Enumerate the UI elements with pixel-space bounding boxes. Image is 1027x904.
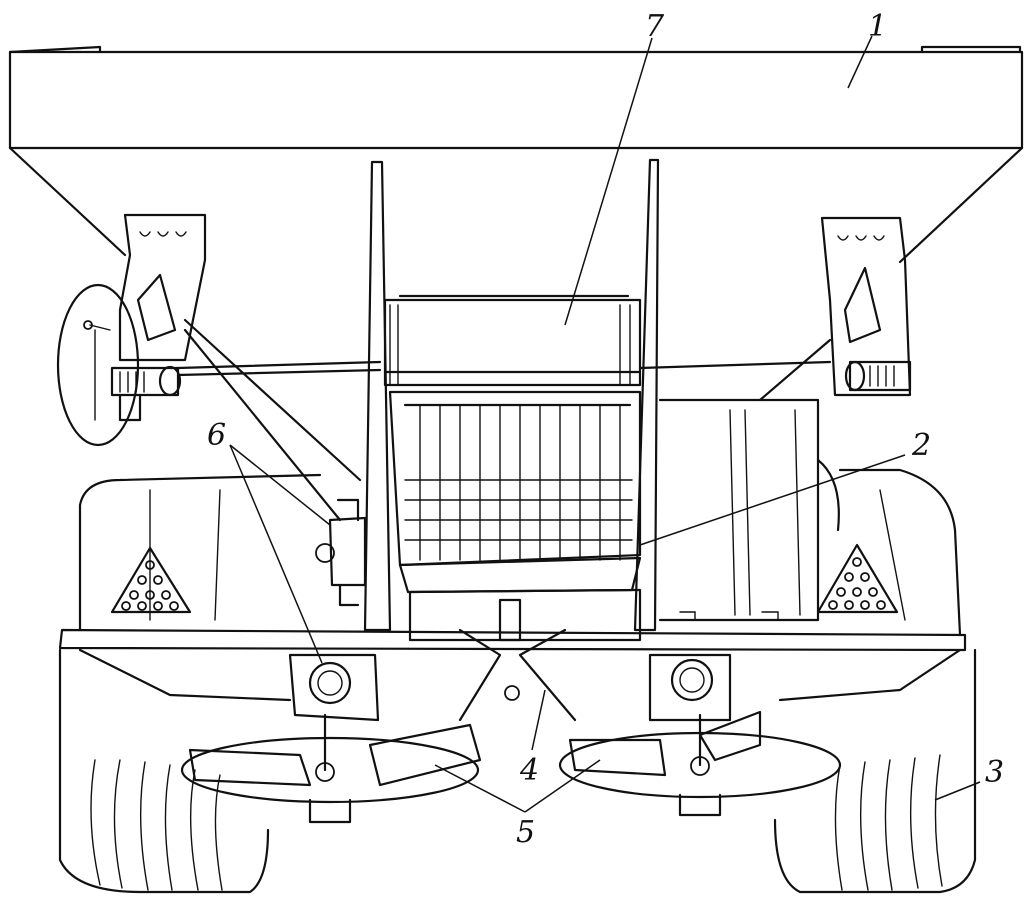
conveyor-roller bbox=[383, 294, 642, 387]
callout-1: 1 bbox=[868, 9, 887, 44]
cross-rod bbox=[176, 318, 832, 522]
rear-panel bbox=[658, 398, 840, 622]
callout-4: 4 bbox=[519, 753, 539, 788]
right-wheel bbox=[773, 648, 977, 894]
hopper bbox=[8, 45, 1024, 264]
callout-2: 2 bbox=[911, 428, 931, 463]
deflector bbox=[408, 588, 642, 722]
gearboxes bbox=[288, 653, 732, 722]
callout-6: 6 bbox=[207, 418, 226, 453]
frame-beam bbox=[58, 628, 967, 702]
callout-5: 5 bbox=[516, 815, 535, 850]
callout-labels: 1 7 2 6 3 4 5 bbox=[207, 9, 1004, 850]
hydraulic-unit bbox=[315, 498, 367, 607]
right-bracket bbox=[820, 216, 912, 397]
left-wheel bbox=[58, 648, 270, 894]
leader-lines bbox=[229, 35, 981, 813]
right-fender bbox=[816, 468, 962, 637]
left-fender bbox=[78, 473, 322, 632]
callout-7: 7 bbox=[645, 9, 665, 44]
left-bracket bbox=[56, 213, 207, 447]
grate bbox=[388, 390, 642, 594]
callout-3: 3 bbox=[985, 755, 1004, 790]
